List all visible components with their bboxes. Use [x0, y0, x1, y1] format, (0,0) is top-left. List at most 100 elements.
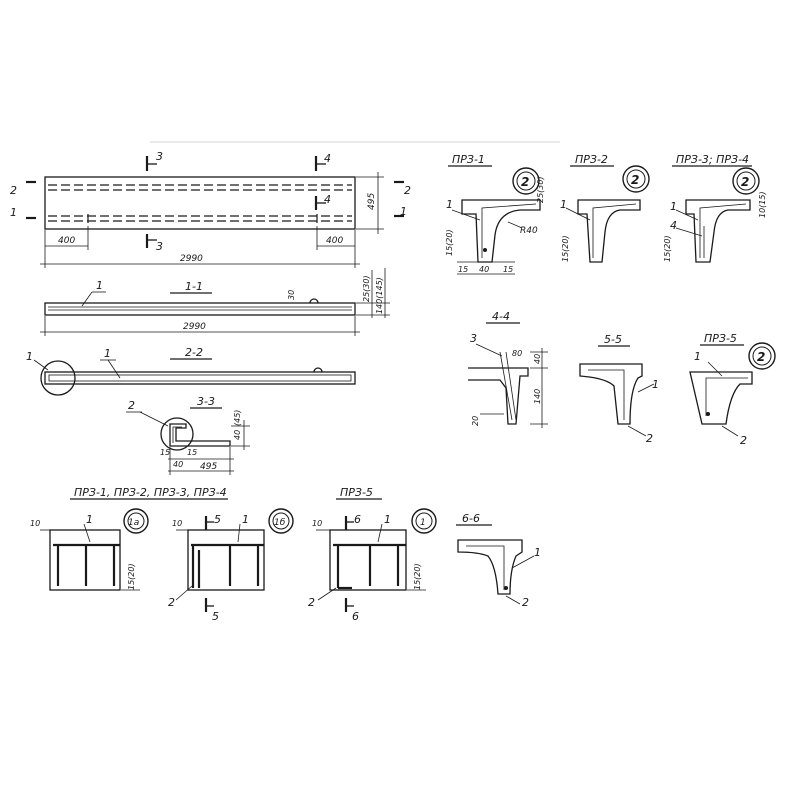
section-6-6-dot — [504, 586, 508, 590]
pz1-section: ПРЗ-1 2 1 25(30) R40 15(20) 15 40 15 — [445, 153, 545, 275]
mark-3-top: 3 — [156, 150, 163, 163]
leader-pos-1-mid — [107, 359, 121, 379]
pz5-sec-pos-1: 1 — [694, 350, 701, 363]
section-6-6-title: 6-6 — [462, 512, 480, 525]
section-5-5-leader-2 — [627, 425, 647, 437]
section-5-5-outline — [579, 363, 643, 425]
mark-4-top: 4 — [324, 152, 331, 165]
frame-b-mark-5b: 5 — [212, 610, 219, 623]
section-1-1-outline — [44, 302, 356, 316]
pz5-sec-tag-inner — [752, 346, 772, 366]
section-6-6: 6-6 1 2 — [456, 512, 541, 609]
frame-c-leader-2 — [317, 587, 337, 601]
leader-pos-1-left — [33, 359, 49, 371]
dim-400-right: 400 — [326, 236, 343, 246]
dim-495-plan: 495 — [367, 193, 377, 210]
pos-1-sec22-mid: 1 — [104, 347, 111, 360]
pz34-section: ПРЗ-3; ПРЗ-4 2 1 4 10(15) 15(20) — [663, 153, 767, 263]
section-4-4-dim-140: 140 — [533, 389, 542, 404]
pz2-pos-1: 1 — [560, 198, 567, 211]
section-4-4-pos-3: 3 — [470, 332, 477, 345]
section-5-5-title: 5-5 — [604, 333, 622, 346]
pz1-dim-15a: 15 — [458, 265, 468, 274]
pz1-dim-side: 15(20) — [445, 229, 454, 256]
frame-c-title: ПРЗ-5 — [340, 486, 373, 499]
section-2-2-bar — [48, 374, 352, 382]
dim-140-145: 140(145) — [375, 277, 384, 314]
leader-pos-2-33 — [139, 411, 169, 427]
pz2-section: ПРЗ-2 2 1 15(20) — [560, 153, 650, 263]
section-4-4-dim-20: 20 — [471, 416, 480, 426]
pz2-leader-1 — [565, 207, 591, 221]
pz1-dim-15b: 15 — [503, 265, 513, 274]
pz1-dim-r40: R40 — [520, 226, 538, 236]
pz1-dim-top: 25(30) — [536, 176, 545, 203]
dim-15a-33: 15 — [160, 448, 170, 457]
pz5-sec-dot — [706, 412, 710, 416]
section-2-2-loop — [313, 367, 323, 373]
frame-b-tag-inner — [272, 512, 290, 530]
pz2-title: ПРЗ-2 — [575, 153, 608, 166]
mark-2-left: 2 — [10, 184, 17, 197]
frame-b-outline — [187, 529, 265, 591]
section-3-3-profile — [169, 423, 231, 447]
section-1-1-title: 1-1 — [185, 280, 203, 293]
frame-c-outline — [329, 529, 407, 591]
pz5-sec-title: ПРЗ-5 — [704, 332, 737, 345]
section-5-5-bar — [588, 369, 625, 420]
section-4-4-outline — [468, 367, 529, 425]
pz1-pos-1: 1 — [446, 198, 453, 211]
section-4-4-bar-2 — [505, 351, 517, 421]
frame-c-tag-text: 1 — [420, 518, 426, 528]
pz5-sec-outline — [689, 371, 753, 425]
section-3-3: 3-3 2 40 (45) 15 15 40 495 — [126, 395, 250, 475]
pz5-sec-leader-1 — [707, 361, 723, 377]
frame-a-dim-side: 15(20) — [127, 563, 136, 590]
section-3-3-title: 3-3 — [197, 395, 215, 408]
pos-1-sec22-left: 1 — [26, 350, 33, 363]
section-4-4-dim-40: 40 — [533, 354, 542, 364]
section-4-4-dim-80: 80 — [512, 349, 522, 358]
section-1-1: 1-1 1 30 25(30) 140(145) 2990 — [40, 268, 390, 336]
pz34-dim-side: 15(20) — [663, 235, 672, 262]
pz34-pos-4: 4 — [670, 219, 677, 232]
dim-40-33: 40 — [233, 430, 242, 440]
dim-25-30: 25(30) — [362, 275, 371, 302]
pz34-pos-1: 1 — [670, 200, 677, 213]
leader-pos-1 — [81, 291, 93, 307]
plan-outline — [44, 176, 356, 230]
pz1-title: ПРЗ-1 — [452, 153, 485, 166]
section-2-2-title: 2-2 — [185, 346, 203, 359]
pz34-leader-4 — [675, 227, 703, 237]
mark-4-mid: 4 — [324, 193, 331, 206]
frame-b-tag-text: 1б — [274, 518, 286, 528]
frame-a-leader-1 — [83, 523, 91, 543]
pz5-section: ПРЗ-5 2 1 2 — [689, 332, 776, 447]
frame-b: 1б 10 5 5 1 2 — [168, 508, 294, 623]
pz34-tag-text: 2 — [741, 175, 749, 189]
pz34-bar — [699, 203, 747, 258]
frame-c-mark-6: 6 — [354, 513, 361, 526]
pz1-dim-40: 40 — [479, 265, 489, 274]
pz1-bar — [481, 203, 537, 258]
pz34-dim-top: 10(15) — [758, 191, 767, 218]
mark-3-bottom: 3 — [156, 240, 163, 253]
detail-circle-3-3 — [160, 417, 194, 451]
pz1-tag-inner — [516, 171, 536, 191]
dim-15b-33: 15 — [187, 448, 197, 457]
pz34-tag-inner — [736, 171, 756, 191]
frame-b-dim-10: 10 — [172, 519, 182, 528]
frame-a-dim-10: 10 — [30, 519, 40, 528]
frame-a-outline — [49, 529, 121, 591]
frame-a-tag-text: 1а — [128, 518, 139, 528]
dim-2990-plan: 2990 — [180, 254, 203, 264]
frame-b-leader-1 — [237, 523, 241, 543]
section-6-6-pos-1: 1 — [534, 546, 541, 559]
dim-495-33: 495 — [200, 462, 217, 472]
frame-c-mark-6b: 6 — [352, 610, 359, 623]
pz2-dim-side: 15(20) — [561, 235, 570, 262]
pz5-sec-tag-text: 2 — [757, 350, 765, 364]
pz1-leader-r40 — [507, 221, 523, 229]
section-5-5-leader-1 — [637, 383, 655, 393]
